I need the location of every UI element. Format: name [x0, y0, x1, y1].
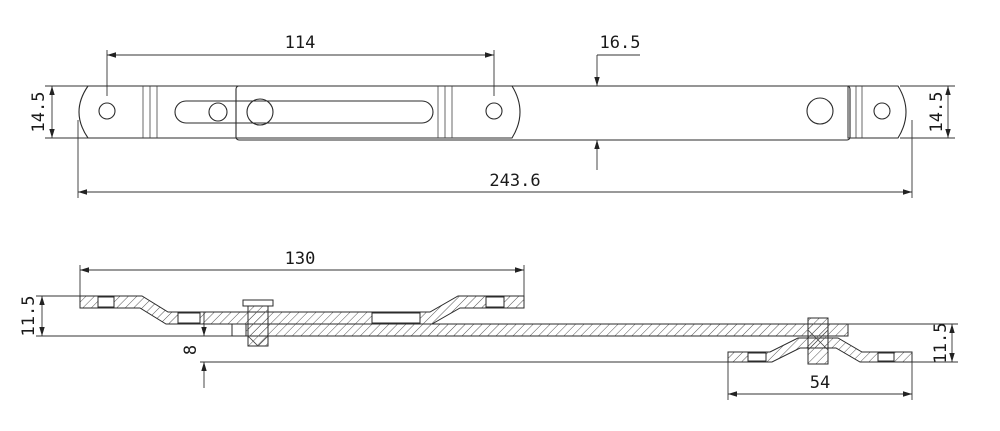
left-mount-hole — [98, 102, 116, 120]
side-view: 130 11.5 8 11.5 54 — [19, 249, 958, 400]
right-plate-grooves — [847, 86, 863, 138]
right-rivet — [807, 317, 829, 365]
left-rivet — [242, 299, 274, 347]
dim-hole-spacing: 114 — [285, 33, 316, 53]
keyhole-slot — [174, 100, 434, 124]
side-rail — [231, 323, 849, 337]
dim-overall-length: 243.6 — [489, 171, 540, 191]
dim-center-offset: 16.5 — [600, 33, 641, 53]
left-plate-grooves — [142, 86, 453, 138]
dim-left-height: 14.5 — [29, 92, 49, 133]
right-mount-hole — [873, 102, 891, 120]
left-plate — [78, 85, 521, 139]
slot-pin-small — [208, 102, 228, 122]
dim-right-length: 54 — [810, 373, 830, 393]
right-plate — [847, 85, 907, 139]
top-view: 114 16.5 14.5 14.5 243.6 — [29, 33, 955, 198]
dim-side-right-height: 11.5 — [931, 323, 951, 364]
dim-left-length: 130 — [285, 249, 316, 269]
slot-pin-large — [246, 98, 274, 126]
rail-rivet — [806, 97, 834, 125]
dim-side-left-height: 11.5 — [19, 296, 39, 337]
dim-right-height: 14.5 — [927, 92, 947, 133]
rail-body — [235, 85, 851, 141]
dim-drop: 8 — [181, 345, 201, 355]
center-mount-hole — [485, 102, 503, 120]
